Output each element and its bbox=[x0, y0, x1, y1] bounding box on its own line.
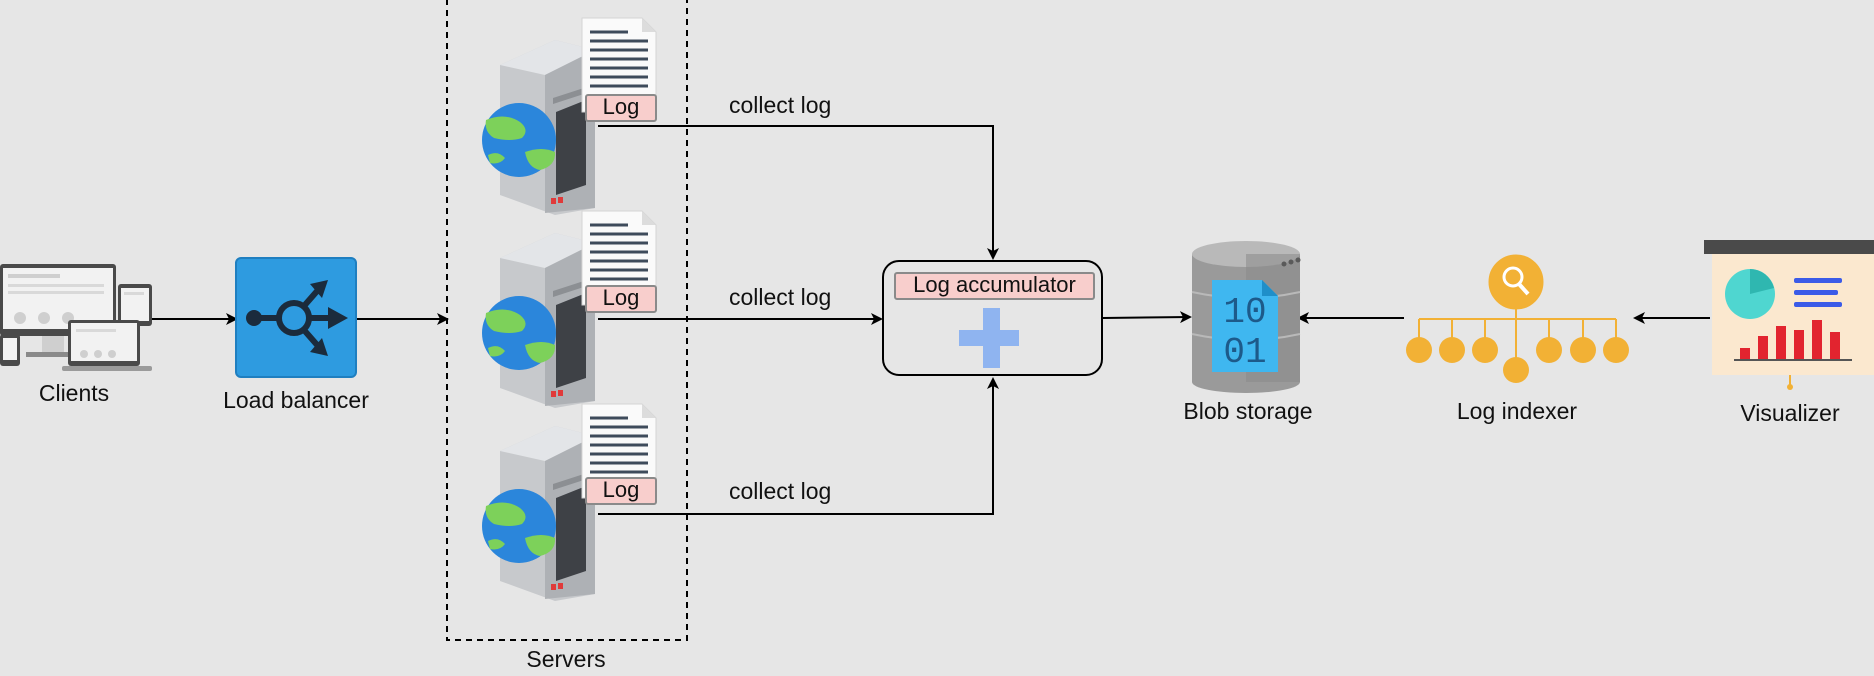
load-balancer-label: Load balancer bbox=[223, 387, 369, 413]
plus-icon bbox=[959, 308, 1019, 368]
servers-group-boundary bbox=[446, 0, 688, 641]
storage-digits-row-1: 10 bbox=[1223, 292, 1266, 333]
edge-server-1-to-accumulator bbox=[598, 125, 999, 260]
blob-storage-icon: 10 01 bbox=[1191, 241, 1301, 393]
clients-label: Clients bbox=[38, 380, 110, 406]
edge-accumulator-to-storage bbox=[1102, 311, 1192, 324]
log-tag: Log bbox=[585, 285, 657, 313]
log-accumulator-label: Log accumulator bbox=[894, 272, 1095, 300]
edge-label-collect-log: collect log bbox=[729, 92, 832, 118]
load-balancer-icon bbox=[235, 257, 357, 378]
edge-label-collect-log: collect log bbox=[729, 284, 832, 310]
clients-icon bbox=[0, 264, 152, 371]
blob-storage-label: Blob storage bbox=[1183, 398, 1313, 424]
visualizer-icon bbox=[1704, 240, 1874, 390]
servers-group-label: Servers bbox=[526, 646, 606, 672]
log-accumulator-box bbox=[882, 260, 1103, 376]
log-indexer-icon bbox=[1406, 254, 1629, 383]
log-tag: Log bbox=[585, 477, 657, 505]
log-tag: Log bbox=[585, 94, 657, 122]
storage-digits-row-2: 01 bbox=[1223, 332, 1266, 373]
log-indexer-label: Log indexer bbox=[1456, 398, 1578, 424]
edge-label-collect-log: collect log bbox=[729, 478, 832, 504]
edge-server-3-to-accumulator bbox=[598, 377, 999, 515]
visualizer-label: Visualizer bbox=[1740, 400, 1840, 426]
